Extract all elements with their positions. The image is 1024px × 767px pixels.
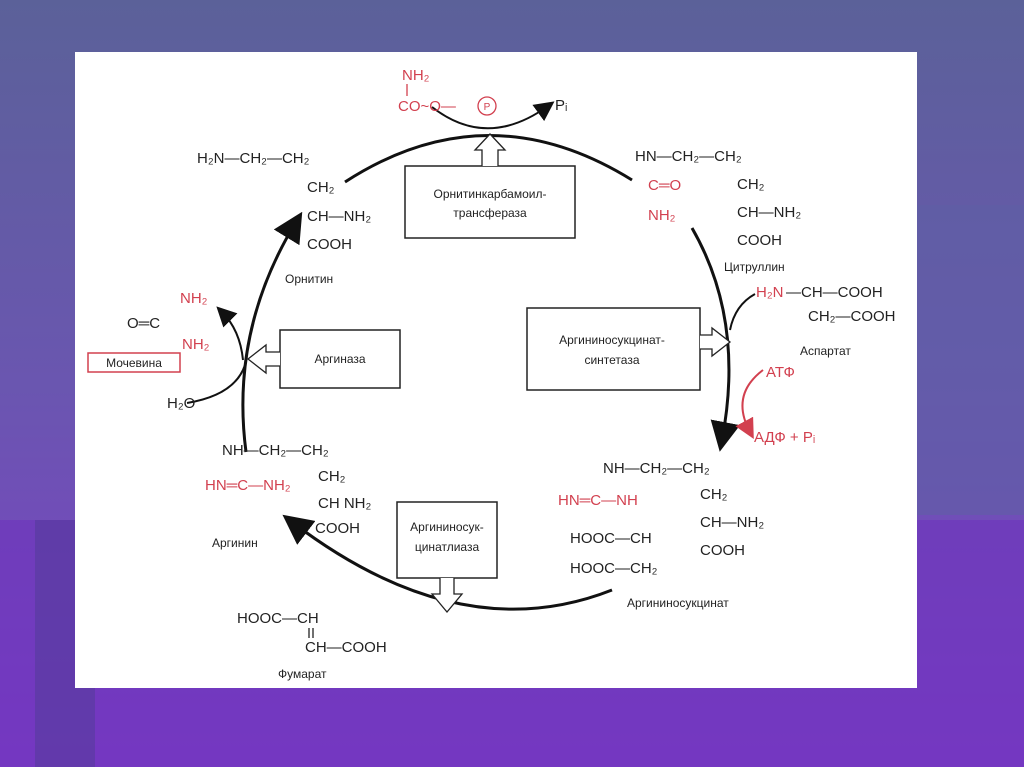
carbamoyl-phosphate-arrow [431,101,555,130]
enzyme-asl-line2: цинатлиаза [415,540,480,554]
cycle-arrow-argininosuccinate-to-arginine [282,514,613,611]
enzyme-arrow-ass [700,326,732,358]
citrulline-line4: COOH [737,232,782,249]
aspartate-line1: —CH—COOH [786,284,883,301]
argininosuccinate-line6: HOOC—CH₂ [570,560,658,577]
enzyme-arrow-asl [430,578,464,614]
urea-carbonyl: O═C [127,315,160,332]
aspartate-amine: H₂N [756,284,784,301]
enzyme-arrow-otc [473,133,507,166]
arginine-guanidino: HN═C—NH₂ [205,477,291,494]
fumarate-line2: CH—COOH [305,639,387,656]
pi-top: Pᵢ [555,97,567,114]
ornithine-line2: CH₂ [307,179,335,196]
urea-nh2-top: NH₂ [180,290,208,307]
phosphate-label: P [484,102,491,113]
citrulline-carbonyl: C═O [648,177,681,194]
cycle-arrow-citrulline-to-argininosuccinate [690,227,741,452]
fumarate-name: Фумарат [278,667,327,681]
citrulline-line3: CH—NH₂ [737,204,801,221]
urea-nh2-bottom: NH₂ [182,336,210,353]
slide-decoration [917,205,1024,515]
aspartate-arrow [729,293,756,331]
citrulline-name: Цитруллин [724,260,785,274]
enzyme-ass-line2: синтетаза [584,353,639,367]
argininosuccinate-line4: COOH [700,542,745,559]
enzyme-arrow-arginase [246,343,280,375]
carbamoyl-phosphate-co: CO~O— [398,98,456,115]
atp-label: АТФ [766,364,795,381]
aspartate-name: Аспартат [800,344,851,358]
ornithine-line1: H₂N—CH₂—CH₂ [197,150,310,167]
carbamoyl-phosphate-nh2: NH₂ [402,67,430,84]
argininosuccinate-line1: NH—CH₂—CH₂ [603,460,710,477]
adp-pi-label: АДФ + Pᵢ [754,429,815,446]
argininosuccinate-guanidino: HN═C—NH [558,492,638,509]
water-label: H₂O [167,395,195,412]
ornithine-name: Орнитин [285,272,333,286]
enzyme-arginase-label: Аргиназа [314,352,365,366]
enzyme-box-ass [526,307,701,391]
arginine-name: Аргинин [212,536,258,550]
ornithine-line3: CH—NH₂ [307,208,371,225]
aspartate-line2: CH₂—COOH [808,308,896,325]
cycle-arrow-arginine-to-ornithine [241,211,303,453]
citrulline-line2: CH₂ [737,176,765,193]
enzyme-otc-line2: трансфераза [453,206,527,220]
urea-name: Мочевина [106,356,162,370]
arginine-line1: NH—CH₂—CH₂ [222,442,329,459]
enzyme-box-otc [404,165,576,239]
enzyme-asl-line1: Аргининосук- [410,520,484,534]
argininosuccinate-line5: HOOC—CH [570,530,652,547]
argininosuccinate-line2: CH₂ [700,486,728,503]
citrulline-nh2: NH₂ [648,207,676,224]
urea-name-box [87,352,181,373]
argininosuccinate-name: Аргининосукцинат [627,596,729,610]
ornithine-line4: COOH [307,236,352,253]
urea-arrow [216,306,244,361]
arginine-line2: CH₂ [318,468,346,485]
enzyme-ass-line1: Аргининосукцинат- [559,333,665,347]
arginine-line3: CH NH₂ [318,495,371,512]
arginine-line4: COOH [315,520,360,537]
enzyme-otc-line1: Орнитинкарбамоил- [434,187,547,201]
fumarate-line1: HOOC—CH [237,610,319,627]
phosphate-circle-icon [477,96,497,116]
enzyme-box-asl [396,501,498,579]
citrulline-line1: HN—CH₂—CH₂ [635,148,742,165]
enzyme-box-arginase [279,329,401,389]
water-arrow [186,364,246,404]
argininosuccinate-line3: CH—NH₂ [700,514,764,531]
atp-arrow [735,369,764,440]
